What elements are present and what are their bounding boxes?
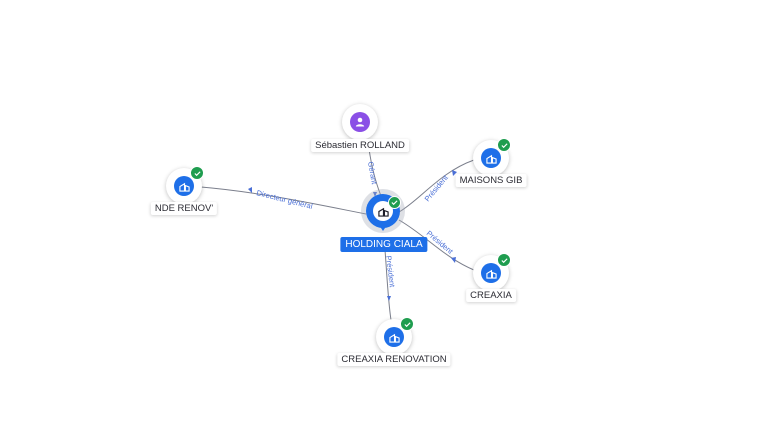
verified-icon bbox=[497, 138, 511, 152]
edge-nde-center bbox=[200, 186, 367, 215]
arrow-creaxia bbox=[451, 257, 456, 263]
building-icon bbox=[373, 201, 393, 221]
center-label[interactable]: HOLDING CIALA bbox=[340, 237, 428, 252]
verified-icon bbox=[400, 317, 414, 331]
edge-label-gerant: Gérant bbox=[366, 161, 379, 186]
verified-icon bbox=[497, 253, 511, 267]
edge-center-renov bbox=[384, 249, 392, 321]
edge-label-president-gib: Président bbox=[423, 173, 451, 204]
edge-label-president-renov: Président bbox=[384, 255, 397, 288]
person-label[interactable]: Sébastien ROLLAND bbox=[311, 139, 409, 152]
company-label-nde[interactable]: NDE RENOV' bbox=[150, 202, 218, 215]
edge-center-creaxia bbox=[398, 219, 475, 271]
company-label-creaxia[interactable]: CREAXIA bbox=[466, 289, 516, 302]
building-icon bbox=[481, 263, 501, 283]
edge-label-president-creaxia: Président bbox=[425, 229, 456, 257]
edge-label-directeur: Directeur général bbox=[256, 188, 314, 211]
arrow-person bbox=[373, 192, 377, 197]
company-node-nde[interactable] bbox=[166, 166, 204, 204]
center-node[interactable] bbox=[366, 194, 401, 238]
user-icon bbox=[350, 112, 370, 132]
company-node-creaxia[interactable] bbox=[473, 253, 511, 291]
company-node-gib[interactable] bbox=[473, 138, 511, 176]
company-node-renov[interactable] bbox=[376, 317, 414, 355]
pin-tip bbox=[377, 222, 389, 231]
arrow-nde bbox=[248, 187, 252, 193]
building-icon bbox=[481, 148, 501, 168]
company-label-gib[interactable]: MAISONS GIB bbox=[455, 174, 527, 187]
verified-icon bbox=[388, 196, 401, 209]
edge-center-gib bbox=[398, 159, 475, 213]
arrow-renov bbox=[387, 296, 391, 301]
person-node[interactable] bbox=[342, 104, 378, 140]
building-icon bbox=[174, 176, 194, 196]
verified-icon bbox=[190, 166, 204, 180]
building-icon bbox=[384, 327, 404, 347]
arrow-gib bbox=[452, 170, 457, 176]
company-label-renov[interactable]: CREAXIA RENOVATION bbox=[337, 353, 451, 366]
